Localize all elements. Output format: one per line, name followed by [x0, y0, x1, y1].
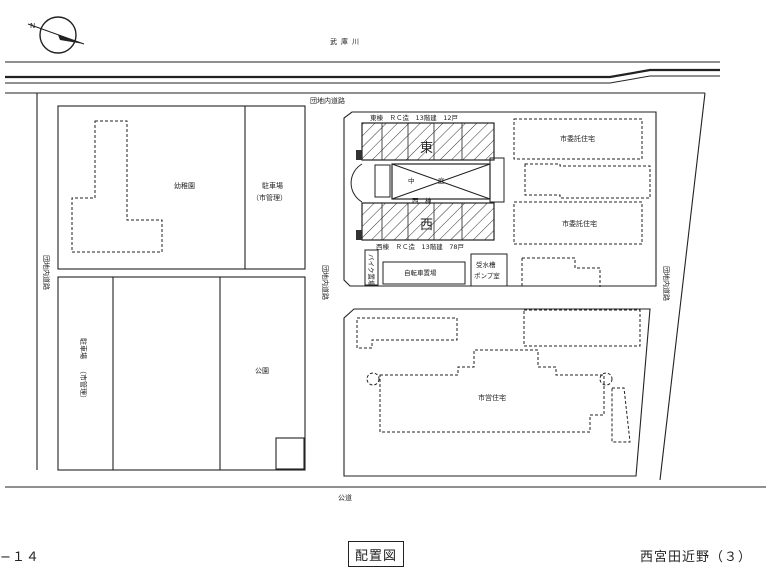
road-lines — [5, 92, 766, 488]
river-bank — [5, 61, 720, 84]
courtyard-label-2: 庭 — [438, 176, 445, 185]
park-label: 公園 — [255, 367, 269, 375]
courtyard — [350, 157, 505, 203]
east-building — [361, 122, 495, 161]
road-top-label: 団地内道路 — [310, 96, 345, 105]
river-label: 武庫川 — [330, 37, 363, 46]
water-tank-label-2: ポンプ室 — [474, 271, 500, 280]
courtyard-label-1: 中 — [408, 176, 415, 185]
east-stair — [356, 150, 362, 160]
road-mid-label: 団地内道路 — [321, 265, 330, 300]
consigned-housing-label-2: 市委託住宅 — [562, 219, 597, 228]
bike-parking-label: 自転車置場 — [404, 268, 437, 277]
kindergarten-outline — [71, 120, 163, 253]
parking-left-label: 駐車場 — [79, 338, 88, 359]
parking-top-sub-label: （市管理） — [252, 193, 287, 202]
west-building — [361, 202, 495, 241]
page-number-left: −１４ — [0, 550, 40, 565]
parking-left-sub-label: （市管理） — [79, 367, 88, 402]
page-number-right: 西宮田近野（３） — [640, 550, 753, 565]
road-left-label: 団地内道路 — [42, 255, 51, 290]
block-south-west — [57, 276, 306, 471]
kindergarten-label: 幼稚園 — [174, 181, 195, 190]
parking-top-label: 駐車場 — [262, 181, 283, 190]
city-housing-label: 市営住宅 — [478, 393, 506, 402]
road-bottom-label: 公道 — [338, 493, 352, 502]
city-housing-outlines — [356, 309, 641, 443]
block-south-east — [343, 308, 651, 477]
west-stair — [356, 230, 362, 240]
consigned-housing-label-1: 市委託住宅 — [560, 134, 595, 143]
west-building-mark: 西 — [420, 218, 433, 233]
road-right-label: 団地内道路 — [662, 266, 671, 301]
block-north-west — [57, 105, 306, 270]
svg-text:N: N — [30, 22, 35, 30]
west-building-footer: 西棟 ＲＣ造 13階建 78戸 — [376, 242, 465, 251]
consigned-housing-outlines — [513, 118, 651, 287]
block-north-east — [343, 111, 657, 287]
north-arrow-icon: N — [27, 16, 85, 54]
water-tank-label-1: 受水槽 — [476, 260, 496, 269]
small-facilities — [364, 249, 508, 287]
bike-small-label: バイク置場 — [367, 254, 376, 287]
west-building-header: 西 棟 — [412, 196, 432, 205]
drawing-title: 配置図 — [348, 541, 404, 567]
east-building-header: 東棟 ＲＣ造 13階建 12戸 — [370, 113, 459, 122]
east-building-mark: 東 — [420, 140, 433, 156]
